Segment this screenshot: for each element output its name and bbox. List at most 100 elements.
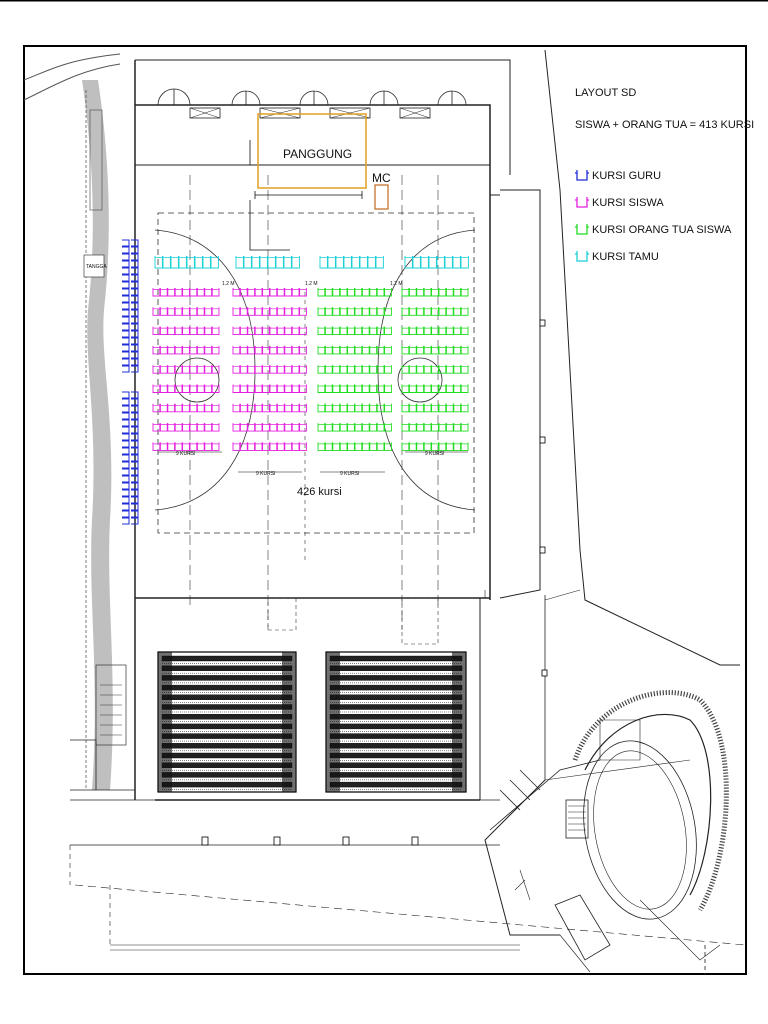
chair [416, 345, 425, 355]
chair [291, 288, 300, 297]
chair [275, 256, 284, 269]
chair [239, 442, 248, 451]
chair [211, 307, 220, 316]
chair [339, 326, 348, 336]
chair [460, 345, 469, 355]
chair [276, 326, 285, 336]
chair [438, 423, 447, 432]
chair [211, 326, 220, 336]
chair [122, 517, 130, 525]
chair [122, 302, 130, 310]
chair [332, 365, 341, 374]
chair [152, 288, 161, 297]
chair [324, 384, 333, 393]
chair [431, 345, 439, 355]
chair [239, 384, 248, 393]
table-row [161, 733, 293, 739]
chair [416, 365, 425, 374]
chair [247, 442, 256, 451]
chair [438, 442, 447, 451]
chair [122, 468, 130, 476]
chair [361, 307, 370, 316]
chair [232, 384, 241, 393]
aisle-left: 1.2 M [222, 281, 235, 287]
chair [317, 288, 326, 297]
chair [401, 403, 410, 413]
chair [332, 403, 341, 413]
chair [131, 351, 139, 359]
chair [131, 440, 139, 448]
chair [438, 345, 447, 355]
chair [152, 345, 161, 355]
orangtua-left-row [317, 403, 392, 413]
chair [131, 510, 139, 518]
chair [384, 307, 392, 316]
chair [416, 442, 425, 451]
table-row [161, 714, 293, 720]
chair [232, 442, 241, 451]
chair [182, 365, 190, 374]
orangtua-right-row [401, 384, 469, 393]
chair [317, 384, 326, 393]
chair [376, 365, 385, 374]
chair [376, 326, 385, 336]
chair [254, 442, 263, 451]
chair [361, 365, 370, 374]
chair [204, 326, 213, 336]
chair [178, 256, 187, 269]
chair [131, 496, 139, 504]
orangtua-left-row [317, 307, 392, 316]
chair [152, 384, 161, 393]
chair [354, 288, 363, 297]
chair [423, 442, 432, 451]
chair [423, 288, 432, 297]
table-row [329, 665, 463, 671]
chair [284, 384, 293, 393]
chair [122, 398, 130, 406]
chair [182, 307, 190, 316]
chair-icon [575, 197, 589, 208]
table-row [161, 743, 293, 749]
legend-item-label: KURSI TAMU [592, 251, 659, 263]
orangtua-right-row [401, 345, 469, 355]
chair [416, 423, 425, 432]
chair [291, 365, 300, 374]
chair [131, 517, 139, 525]
chair [131, 391, 139, 399]
chair [324, 442, 333, 451]
table-row [161, 684, 293, 691]
chair [122, 454, 130, 462]
chair [317, 326, 326, 336]
siswa-right-row [232, 423, 307, 432]
chair [131, 309, 139, 317]
chair [122, 447, 130, 455]
chair [445, 365, 454, 374]
mc-label: MC [372, 171, 391, 185]
chair [204, 365, 213, 374]
chair [232, 288, 241, 297]
chair [369, 423, 378, 432]
chair [122, 433, 130, 441]
seat-total-label: 426 kursi [297, 486, 342, 498]
chair [196, 345, 205, 355]
chair [131, 260, 139, 268]
legend-item-label: KURSI SISWA [592, 197, 664, 209]
chair [159, 365, 168, 374]
chair [196, 307, 205, 316]
chair [239, 423, 248, 432]
chair [196, 326, 205, 336]
chair [167, 403, 176, 413]
chair [423, 403, 432, 413]
chair [122, 267, 130, 275]
chair [232, 307, 241, 316]
chair [131, 426, 139, 434]
chair [152, 442, 161, 451]
kursi-orangtua-block [317, 288, 469, 451]
table-row [161, 762, 293, 768]
chair [324, 345, 333, 355]
chair [291, 307, 300, 316]
chair [335, 256, 344, 269]
kursi-tamu-block [154, 256, 469, 269]
chair [283, 256, 292, 269]
chair [416, 403, 425, 413]
